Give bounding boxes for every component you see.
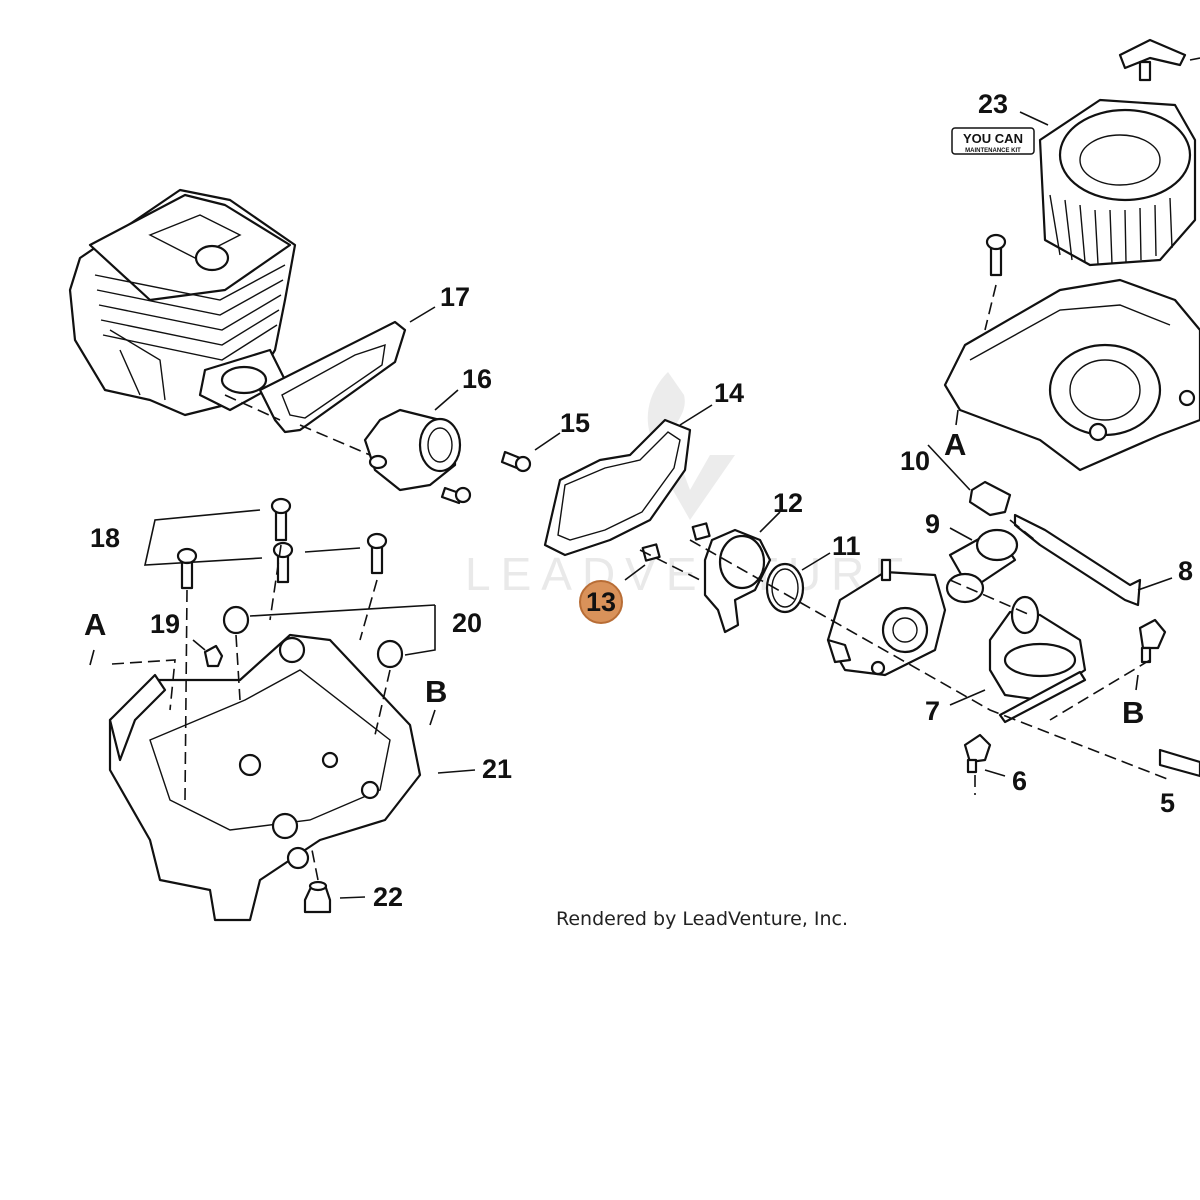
screw-part-18[interactable] <box>176 497 388 590</box>
callout-11: 11 <box>832 531 861 561</box>
callout-21: 21 <box>482 754 512 784</box>
assembly-lines <box>111 284 1171 881</box>
buffer-part-22[interactable] <box>303 880 332 914</box>
air-filter-part-23[interactable] <box>1038 98 1197 267</box>
switch-part-10[interactable] <box>968 480 1012 517</box>
ref-letter-b-right: B <box>1122 695 1144 730</box>
kit-badge-title: YOU CAN <box>963 131 1023 146</box>
callout-22: 22 <box>373 882 403 912</box>
ref-letter-a-airbox: A <box>944 427 966 462</box>
callout-12: 12 <box>773 488 803 518</box>
callout-8: 8 <box>1178 556 1193 586</box>
ref-letter-b-carrier: B <box>425 674 447 709</box>
intake-manifold-part-16[interactable] <box>363 408 462 492</box>
callout-18: 18 <box>90 523 120 553</box>
screw-part-airbox[interactable] <box>985 233 1007 277</box>
callout-23: 23 <box>978 89 1008 119</box>
screw-part-16b[interactable] <box>440 486 472 505</box>
long-screw-part-5[interactable] <box>1158 748 1200 778</box>
callout-9: 9 <box>925 509 940 539</box>
cylinder-part[interactable] <box>68 188 297 417</box>
kit-badge-subtitle: MAINTENANCE KIT <box>965 148 1021 154</box>
clip-part-6[interactable] <box>963 733 992 774</box>
callout-14: 14 <box>714 378 744 408</box>
callout-20: 20 <box>452 608 482 638</box>
carrier-part-21[interactable] <box>108 633 422 922</box>
screw-part-15[interactable] <box>500 450 532 473</box>
callout-16: 16 <box>462 364 492 394</box>
callout-5: 5 <box>1160 788 1175 818</box>
ref-letter-a-carrier: A <box>84 607 106 642</box>
callout-13: 13 <box>586 587 616 617</box>
render-credit: Rendered by LeadVenture, Inc. <box>556 908 848 930</box>
carb-flange-part-12[interactable] <box>703 528 772 634</box>
filter-gasket-part-14[interactable] <box>543 418 692 557</box>
callout-15: 15 <box>560 408 590 438</box>
callout-13-highlight[interactable]: 13 <box>579 580 623 624</box>
gasket-part-17[interactable] <box>258 320 407 434</box>
nut-part-19[interactable] <box>203 644 224 668</box>
watermark: LEADVENTURE <box>465 372 915 600</box>
callout-10: 10 <box>900 446 930 476</box>
ring-part-11[interactable] <box>765 562 805 614</box>
callout-19: 19 <box>150 609 180 639</box>
wing-nut-part[interactable] <box>1118 38 1187 82</box>
maintenance-kit-badge: YOU CAN MAINTENANCE KIT <box>951 127 1035 155</box>
callout-6: 6 <box>1012 766 1027 796</box>
grommet-part-20[interactable] <box>222 605 404 669</box>
intake-elbow-part-7[interactable] <box>988 595 1087 724</box>
clip-part-right[interactable] <box>1138 618 1167 664</box>
leader-lines <box>89 57 1200 899</box>
callout-17: 17 <box>440 282 470 312</box>
watermark-text: LEADVENTURE <box>465 548 915 600</box>
air-box-part[interactable] <box>943 278 1200 472</box>
filter-element-part-9[interactable] <box>945 528 1019 604</box>
nut-part-13[interactable] <box>641 522 711 562</box>
rod-part-8[interactable] <box>1013 513 1142 607</box>
carburetor-part[interactable] <box>826 558 947 677</box>
callout-7: 7 <box>925 696 940 726</box>
